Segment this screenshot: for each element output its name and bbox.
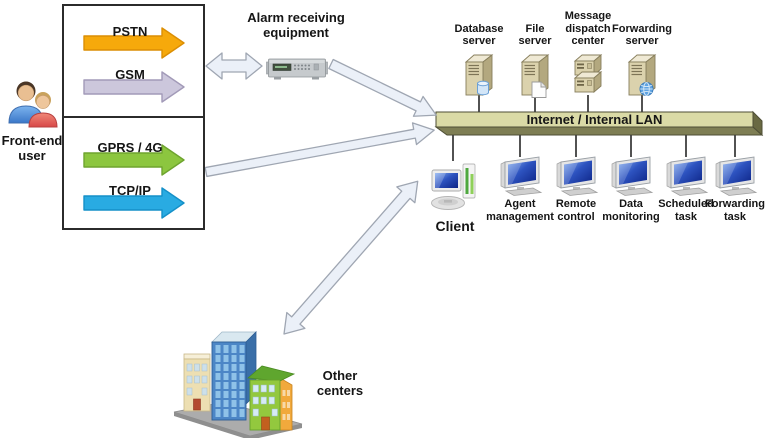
workstation-icon <box>500 156 543 196</box>
workstation-label: Remote control <box>555 198 597 223</box>
frontend-user <box>5 78 59 133</box>
workstation-label: Agent management <box>486 198 554 223</box>
gsm-arrow <box>83 71 185 103</box>
workstation-label: Forwarding task <box>705 198 765 223</box>
network-channels-box <box>62 116 205 230</box>
server-message-dispatch: Message dispatch center <box>558 2 618 98</box>
workstation-icon <box>666 156 709 196</box>
server-label: Message dispatch center <box>564 10 612 48</box>
client-icon <box>431 163 476 210</box>
workstation-forwarding-task: Forwarding task <box>699 156 768 223</box>
channel-arrows <box>83 27 185 219</box>
flow-arrows <box>204 52 437 335</box>
tcpip-label: TCP/IP <box>109 183 151 198</box>
wireless-channels-box <box>62 4 205 118</box>
server-label: File server <box>518 22 552 48</box>
connector-lines <box>452 95 736 161</box>
arrow-equipment-lan <box>328 58 437 117</box>
buildings-icon <box>173 331 303 440</box>
lan-bar-front <box>434 126 764 136</box>
workstation-label: Scheduled task <box>658 198 714 223</box>
arrow-box-lan <box>204 122 435 178</box>
workstation-remote-control: Remote control <box>540 156 612 223</box>
server-database: Database server <box>449 2 509 98</box>
tcpip-arrow <box>83 187 185 219</box>
workstation-agent-management: Agent management <box>484 156 556 223</box>
workstation-scheduled-task: Scheduled task <box>650 156 722 223</box>
database-server-icon <box>464 54 494 96</box>
arrow-box-equipment <box>205 52 263 80</box>
pstn-label: PSTN <box>112 24 148 39</box>
lan-bar-top <box>435 111 754 128</box>
gprs-label: GPRS / 4G <box>97 140 163 155</box>
forwarding-server-icon <box>627 54 657 96</box>
lan-bar <box>434 110 764 137</box>
server-forwarding: Forwarding server <box>612 2 672 98</box>
other-centers <box>172 318 304 440</box>
workstation-label: Data monitoring <box>602 198 660 223</box>
alarm-equipment-icon <box>266 58 328 80</box>
server-label: Database server <box>454 22 504 48</box>
server-file: File server <box>505 2 565 98</box>
gsm-label: GSM <box>115 67 145 82</box>
lan-bar-label: Internet / Internal LAN <box>526 112 663 127</box>
frontend-user-icon <box>8 81 58 128</box>
gprs-arrow <box>83 144 185 176</box>
workstation-icon <box>611 156 654 196</box>
message-dispatch-icon <box>573 54 603 93</box>
client-label: Client <box>435 218 475 234</box>
alarm-equipment <box>266 54 328 87</box>
arrow-client-centers <box>283 180 419 335</box>
other-centers-label: Other centers <box>316 368 364 399</box>
file-server-icon <box>520 54 550 98</box>
workstation-icon <box>556 156 599 196</box>
workstation-icon <box>715 156 758 196</box>
alarm-equipment-label: Alarm receiving equipment <box>247 10 345 41</box>
workstation-data-monitoring: Data monitoring <box>595 156 667 223</box>
pstn-arrow <box>83 27 185 59</box>
frontend-user-label: Front-end user <box>1 133 63 164</box>
client <box>430 160 480 217</box>
server-label: Forwarding server <box>612 22 672 48</box>
